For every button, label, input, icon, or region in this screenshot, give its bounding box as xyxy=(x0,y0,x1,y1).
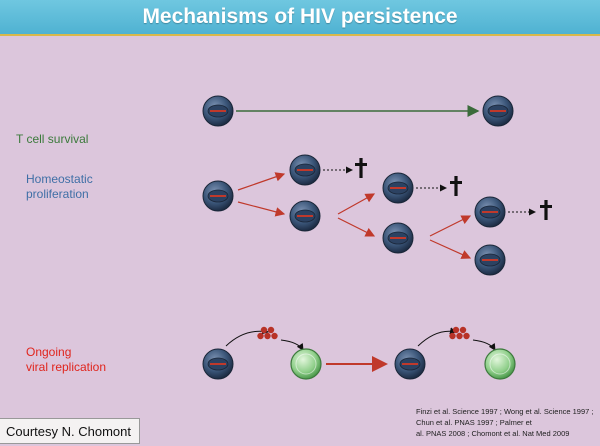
t-cell-icon xyxy=(202,95,234,127)
references-line1: Finzi et al. Science 1997 ; Wong et al. … xyxy=(416,407,594,427)
t-cell-icon xyxy=(202,180,234,212)
label-homeostatic-line1: Homeostatic xyxy=(26,172,93,186)
death-cross-icon xyxy=(355,158,367,178)
t-cell-icon xyxy=(474,196,506,228)
t-cell-icon xyxy=(474,244,506,276)
title-divider xyxy=(0,34,600,36)
t-cell-icon xyxy=(289,200,321,232)
references-line2: al. PNAS 2008 ; Chomont et al. Nat Med 2… xyxy=(416,429,570,438)
label-ongoing-line2: viral replication xyxy=(26,360,107,374)
t-cell-icon xyxy=(289,154,321,186)
references: Finzi et al. Science 1997 ; Wong et al. … xyxy=(416,406,596,439)
courtesy-credit: Courtesy N. Chomont xyxy=(0,418,140,444)
death-cross-icon xyxy=(540,200,552,220)
slide-title: Mechanisms of HIV persistence xyxy=(0,0,600,34)
virus-cluster-icon xyxy=(257,326,278,340)
t-cell-icon xyxy=(202,348,234,380)
t-cell-icon xyxy=(382,172,414,204)
label-homeostatic-proliferation: Homeostatic proliferation xyxy=(26,172,93,202)
virus-cluster-icon xyxy=(449,326,470,340)
infected-cell-icon xyxy=(484,348,516,380)
t-cell-icon xyxy=(482,95,514,127)
label-ongoing-line1: Ongoing xyxy=(26,345,72,359)
label-homeostatic-line2: proliferation xyxy=(26,187,89,201)
death-cross-icon xyxy=(450,176,462,196)
t-cell-icon xyxy=(382,222,414,254)
label-t-cell-survival: T cell survival xyxy=(16,132,89,146)
label-ongoing-viral-replication: Ongoing viral replication xyxy=(26,345,106,375)
infected-cell-icon xyxy=(290,348,322,380)
t-cell-icon xyxy=(394,348,426,380)
